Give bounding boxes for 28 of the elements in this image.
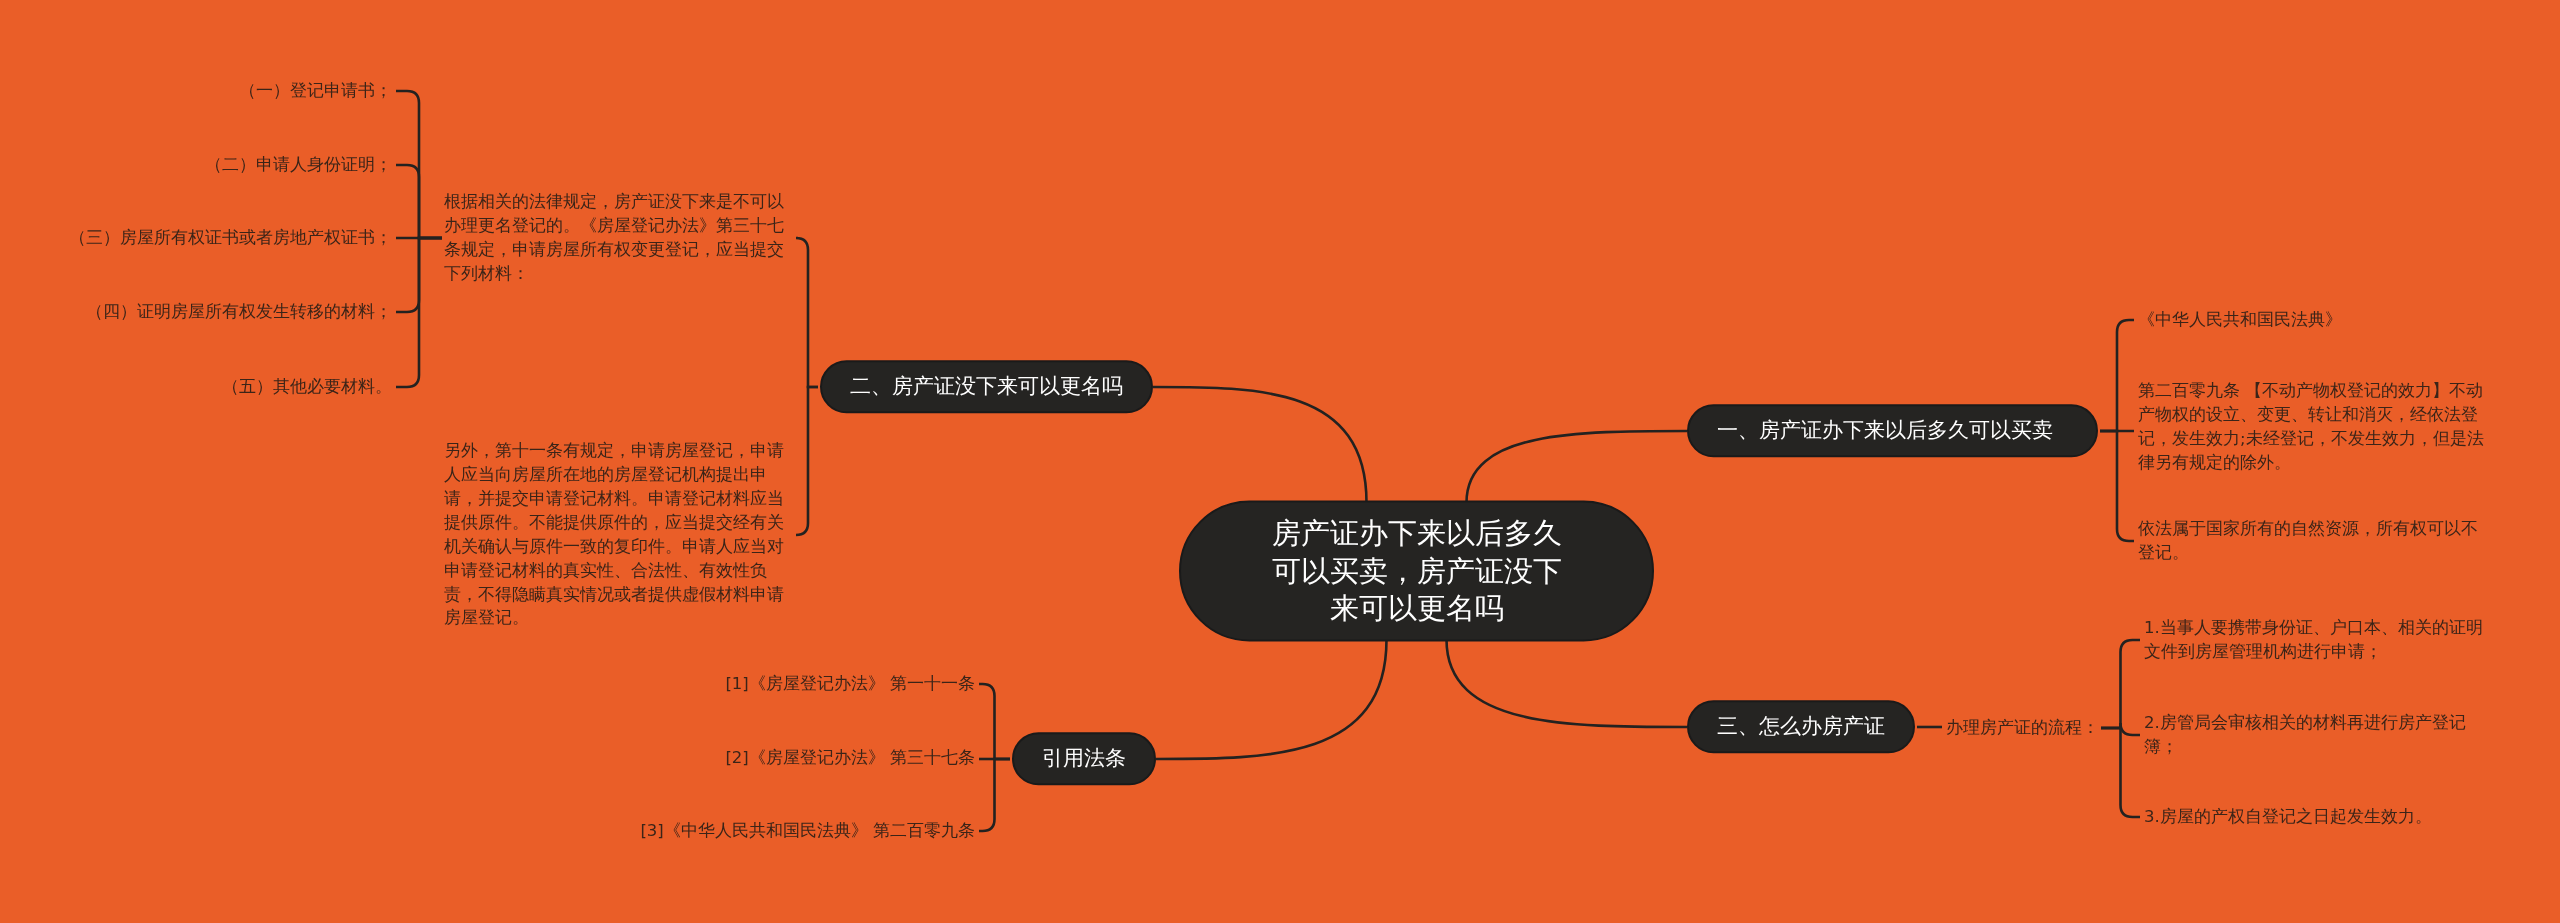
topic-text: [1]《房屋登记办法》 第一十一条 bbox=[725, 672, 975, 696]
topic-text: （一）登记申请书； bbox=[239, 79, 392, 103]
topic-text: （二）申请人身份证明； bbox=[205, 153, 392, 177]
topic-pill: 三、怎么办房产证 bbox=[1687, 700, 1915, 754]
topic-text: （五）其他必要材料。 bbox=[222, 375, 392, 399]
topic-text: 3.房屋的产权自登记之日起发生效力。 bbox=[2144, 805, 2432, 829]
connector-line bbox=[794, 385, 818, 537]
topic-pill: 二、房产证没下来可以更名吗 bbox=[820, 360, 1153, 414]
connector-line bbox=[1917, 725, 1942, 729]
topic-text: （三）房屋所有权证书或者房地产权证书； bbox=[69, 226, 392, 250]
topic-text: 另外，第十一条有规定，申请房屋登记，申请人应当向房屋所在地的房屋登记机构提出申请，并提交申请登记材料。申请登记材料应当提供原件。不能提供原件的，应当提交经有关机关确认与原件一致的复印件。申请人应当对申请登记材料的真实性、合法性、有效性负责，不得隐瞒真实情况或者提供虚假材料申请房屋登记。 bbox=[444, 439, 794, 631]
topic-text: 《中华人民共和国民法典》 bbox=[2138, 308, 2342, 332]
topic-text: 依法属于国家所有的自然资源，所有权可以不登记。 bbox=[2138, 517, 2488, 565]
topic-text: [3]《中华人民共和国民法典》 第二百零九条 bbox=[640, 819, 975, 843]
topic-text: [2]《房屋登记办法》 第三十七条 bbox=[725, 746, 975, 770]
topic-text: 办理房产证的流程： bbox=[1946, 716, 2099, 740]
topic-text: 1.当事人要携带身份证、户口本、相关的证明文件到房屋管理机构进行申请； bbox=[2144, 616, 2494, 664]
topic-pill: 引用法条 bbox=[1012, 732, 1156, 786]
central-topic-pill: 房产证办下来以后多久可以买卖，房产证没下来可以更名吗 bbox=[1179, 500, 1654, 642]
topic-text: 第二百零九条 【不动产物权登记的效力】不动产物权的设立、变更、转让和消灭，经依法登记，发生效力;未经登记，不发生效力，但是法律另有规定的除外。 bbox=[2138, 379, 2488, 475]
connector-line bbox=[1153, 385, 1368, 503]
topic-pill: 一、房产证办下来以后多久可以买卖 bbox=[1687, 404, 2098, 458]
connector-line bbox=[1156, 639, 1388, 761]
topic-text: 2.房管局会审核相关的材料再进行房产登记簿； bbox=[2144, 711, 2494, 759]
connector-line bbox=[1465, 429, 1687, 503]
connector-line bbox=[1445, 639, 1687, 729]
topic-text: （四）证明房屋所有权发生转移的材料； bbox=[86, 300, 392, 324]
topic-text: 根据相关的法律规定，房产证没下来是不可以办理更名登记的。《房屋登记办法》第三十七条规定，申请房屋所有权变更登记，应当提交下列材料： bbox=[444, 190, 794, 286]
